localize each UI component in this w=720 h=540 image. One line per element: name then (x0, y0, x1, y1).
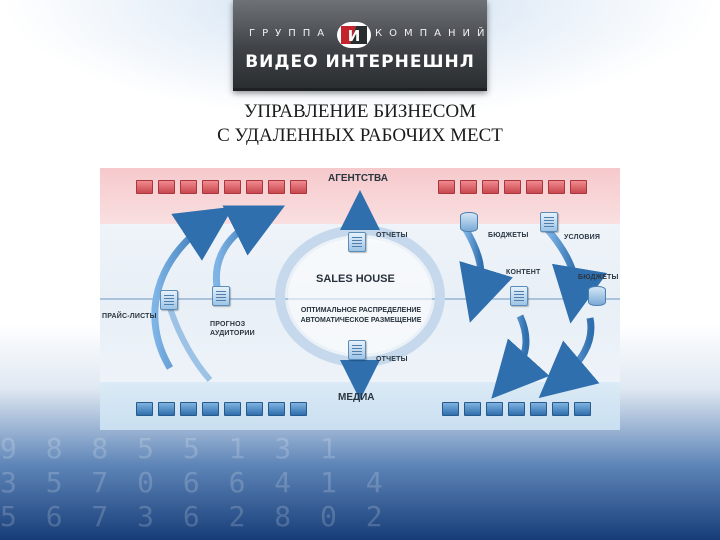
company-logo: ГРУППА И КОМПАНИЙ ВИДЕО ИНТЕРНЕШНЛ (233, 0, 487, 91)
arrow-icon (167, 307, 213, 382)
forecast-chart-icon (212, 286, 230, 306)
logo-word-left: ГРУППА (249, 28, 332, 39)
sales-house-subtitle-1: ОПТИМАЛЬНОЕ РАСПРЕДЕЛЕНИЕ (300, 307, 422, 314)
monitor-icon (508, 402, 525, 416)
logo-main-text: ВИДЕО ИНТЕРНЕШНЛ (245, 52, 475, 72)
arrow-icon (459, 226, 513, 323)
monitor-icon (486, 402, 503, 416)
monitor-icon (548, 180, 565, 194)
diagram-flows (100, 190, 620, 400)
monitor-icon (504, 180, 521, 194)
monitor-icon (290, 402, 307, 416)
monitor-icon (202, 180, 219, 194)
arrow-icon (538, 317, 600, 399)
pricelist-table-icon (160, 290, 178, 310)
monitor-icon (290, 180, 307, 194)
database-icon (460, 212, 478, 232)
monitor-icon (202, 402, 219, 416)
logo-word-right: КОМПАНИЙ (375, 28, 492, 39)
report-document-icon (348, 232, 366, 252)
sales-house-subtitle: ОПТИМАЛЬНОЕ РАСПРЕДЕЛЕНИЕ АВТОМАТИЧЕСКОЕ… (296, 306, 426, 326)
monitor-icon (136, 180, 153, 194)
background-code-texture: 9 8 8 5 5 1 3 1 3 5 7 0 6 6 4 1 4 5 6 7 … (0, 432, 720, 540)
content-label: КОНТЕНТ (506, 269, 541, 276)
sales-house-title: SALES HOUSE (316, 273, 395, 285)
logo-mark-icon: И (337, 22, 371, 48)
forecast-label: ПРОГНОЗ АУДИТОРИИ (210, 320, 255, 338)
conditions-label: УСЛОВИЯ (564, 234, 601, 241)
monitor-icon (180, 402, 197, 416)
title-line-1: УПРАВЛЕНИЕ БИЗНЕСОМ (243, 101, 477, 122)
monitor-icon (268, 180, 285, 194)
arrow-icon (491, 314, 550, 399)
monitor-icon (224, 402, 241, 416)
logo-mark-letter: И (348, 27, 361, 45)
business-diagram: АГЕНТСТВА МЕДИА SALES HOUSE ОПТИМАЛЬНОЕ … (100, 168, 620, 430)
monitor-icon (570, 180, 587, 194)
arrow-icon (151, 206, 234, 370)
budgets-label-2: БЮДЖЕТЫ (578, 274, 619, 281)
code-line: 3 5 7 0 6 6 4 1 4 (0, 466, 389, 499)
monitor-icon (224, 180, 241, 194)
database-icon (588, 286, 606, 306)
agencies-label: АГЕНТСТВА (328, 173, 388, 184)
report-document-icon (348, 340, 366, 360)
reports-bottom-label: ОТЧЕТЫ (376, 356, 408, 363)
monitor-icon (464, 402, 481, 416)
logo-mark-svg: И (341, 26, 367, 45)
code-line: 5 6 7 3 6 2 8 0 2 (0, 500, 389, 533)
monitor-icon (526, 180, 543, 194)
sales-house-subtitle-2: АВТОМАТИЧЕСКОЕ РАЗМЕЩЕНИЕ (300, 317, 422, 324)
monitor-icon (460, 180, 477, 194)
monitor-icon (552, 402, 569, 416)
monitor-icon (158, 180, 175, 194)
page-title: УПРАВЛЕНИЕ БИЗНЕСОМ С УДАЛЕННЫХ РАБОЧИХ … (0, 100, 720, 148)
monitor-icon (574, 402, 591, 416)
budgets-label-1: БЮДЖЕТЫ (488, 232, 529, 239)
title-line-2: С УДАЛЕННЫХ РАБОЧИХ МЕСТ (217, 125, 503, 146)
forecast-label-1: ПРОГНОЗ (210, 321, 246, 328)
monitor-icon (268, 402, 285, 416)
chart-icon (540, 212, 558, 232)
monitor-icon (180, 180, 197, 194)
monitor-icon (246, 402, 263, 416)
arrow-icon (545, 227, 608, 324)
monitor-icon (158, 402, 175, 416)
monitor-icon (530, 402, 547, 416)
pricelists-label: ПРАЙС-ЛИСТЫ (102, 313, 157, 320)
reports-top-label: ОТЧЕТЫ (376, 232, 408, 239)
monitor-icon (482, 180, 499, 194)
monitor-icon (136, 402, 153, 416)
code-line: 9 8 8 5 5 1 3 1 (0, 432, 343, 465)
forecast-label-2: АУДИТОРИИ (210, 330, 255, 337)
monitor-icon (246, 180, 263, 194)
monitor-icon (438, 180, 455, 194)
media-label: МЕДИА (338, 392, 375, 403)
monitor-icon (442, 402, 459, 416)
content-document-icon (510, 286, 528, 306)
